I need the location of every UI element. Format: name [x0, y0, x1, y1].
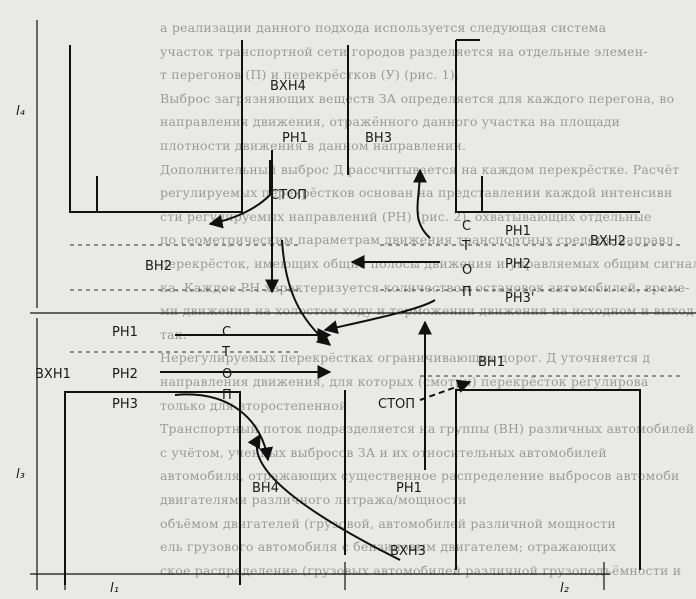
arrow-rn3-left-turn: [174, 393, 274, 462]
label-rn3-left: РН3: [112, 397, 138, 412]
label-stop-top: СТОП: [270, 188, 307, 203]
label-rn2-left: РН2: [112, 367, 138, 382]
block-bottom-left: [64, 391, 241, 585]
block-top-left: [69, 40, 243, 213]
signal-left-t: Т: [221, 345, 230, 360]
arrow-rn1-bottom-left-turn: [247, 433, 401, 561]
label-vn1: ВН1: [478, 355, 505, 370]
label-rn1-top: РН1: [282, 131, 308, 146]
label-stop-bottom: СТОП: [378, 397, 415, 412]
label-l2: l₂: [560, 581, 569, 596]
label-rn2-right: РН2: [505, 257, 531, 272]
signal-left-s: С: [222, 325, 231, 340]
arrow-rn1-right-up: [412, 168, 431, 239]
label-vn2: ВН2: [145, 259, 172, 274]
signal-left-o: О: [222, 367, 232, 382]
arrow-rn1-top-right-turn: [281, 239, 332, 346]
label-vkh3: ВХН3: [390, 544, 426, 559]
label-vn4: ВН4: [252, 481, 279, 496]
label-l1: l₁: [110, 581, 119, 596]
signal-right-p: П: [462, 285, 472, 300]
label-rn3-right: РН3': [505, 291, 534, 306]
label-rn1-bottom: РН1: [396, 481, 422, 496]
label-vn3: ВН3: [365, 131, 392, 146]
label-vkh2: ВХН2: [590, 234, 626, 249]
arrow-rn3-right-turn: [323, 299, 436, 335]
block-top-right: [455, 40, 640, 213]
label-vkh1: ВХН1: [35, 367, 71, 382]
signal-right-s: С: [462, 219, 471, 234]
label-rn1-right: РН1: [505, 224, 531, 239]
block-bottom-right: [455, 389, 641, 570]
signal-right-o: О: [462, 263, 472, 278]
signal-left-p: П: [222, 388, 232, 403]
arrow-rn1-top-left-turn: [208, 160, 271, 229]
label-l3: l₃: [16, 467, 25, 482]
label-vkh4: ВХН4: [270, 79, 306, 94]
signal-right-t: Т: [461, 239, 470, 254]
arrow-stop-bottom-dashed: [419, 379, 472, 401]
label-l4: l₄: [16, 104, 26, 119]
label-rn1-left: РН1: [112, 325, 138, 340]
